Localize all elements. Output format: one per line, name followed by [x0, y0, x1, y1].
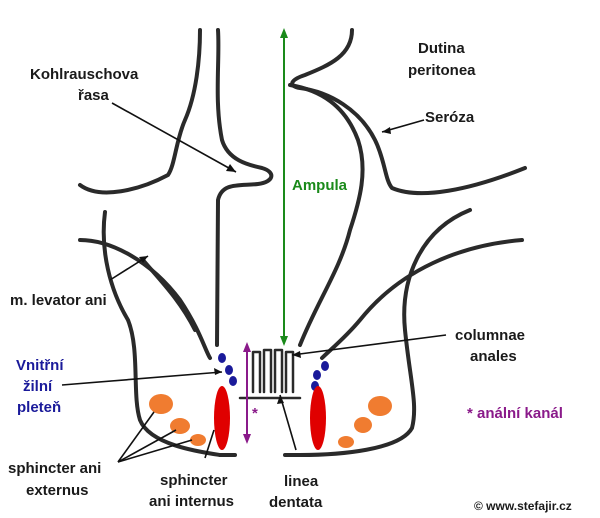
- label-internus-1: sphincter: [160, 472, 228, 489]
- left-bottom-contour: [141, 258, 197, 332]
- externus-r1: [368, 396, 392, 416]
- label-externus-1: sphincter ani: [8, 460, 101, 477]
- plexus-dot-l1: [218, 353, 226, 363]
- label-plexus-2: žilní: [23, 378, 53, 395]
- externus-r2: [354, 417, 372, 433]
- ptr-linea: [279, 394, 297, 451]
- columnae-anales: [238, 348, 302, 400]
- label-externus-2: externus: [26, 482, 89, 499]
- externus-l3: [190, 434, 206, 446]
- label-seroza: Seróza: [425, 109, 475, 126]
- label-columnae-1: columnae: [455, 327, 525, 344]
- left-outer-base: [101, 210, 222, 457]
- label-copyright: © www.stefajir.cz: [474, 499, 572, 513]
- label-analni-kanal: * anální kanál: [467, 405, 563, 422]
- right-wall-lower: [320, 238, 524, 360]
- sphincter-externus: [149, 394, 392, 448]
- column-fold-1: [251, 350, 262, 394]
- pointer-lines: [61, 102, 447, 463]
- externus-r3: [338, 436, 354, 448]
- plexus-dot-l3: [229, 376, 237, 386]
- label-dutina-1: Dutina: [418, 40, 465, 57]
- anal-canal-arrow: [243, 342, 251, 444]
- right-wall-inner: [288, 83, 365, 347]
- plexus-dot-l2: [225, 365, 233, 375]
- label-kohlrausch-1: Kohlrauschova: [30, 66, 139, 83]
- ptr-ext-2: [117, 429, 177, 463]
- externus-l1: [149, 394, 173, 414]
- label-ampula: Ampula: [292, 177, 348, 194]
- label-plexus-3: pleteň: [17, 399, 61, 416]
- column-fold-2: [262, 348, 273, 394]
- plexus-dot-r1: [321, 361, 329, 371]
- label-asterisk: *: [252, 405, 258, 422]
- ptr-internus: [204, 429, 215, 459]
- label-columnae-2: anales: [470, 348, 517, 365]
- right-wall-outer: [290, 28, 527, 196]
- label-levator: m. levator ani: [10, 292, 107, 309]
- left-wall-inner: [215, 28, 274, 347]
- sphincter-internus: [214, 386, 326, 450]
- label-linea-2: dentata: [269, 494, 323, 511]
- label-kohlrausch-2: řasa: [78, 87, 110, 104]
- ptr-ext-3: [117, 439, 193, 463]
- internus-left: [214, 386, 230, 450]
- ampula-arrow: [280, 28, 288, 346]
- right-outer-base: [298, 208, 472, 457]
- label-linea-1: linea: [284, 473, 319, 490]
- plexus-dot-r2: [313, 370, 321, 380]
- venous-plexus: [218, 353, 329, 391]
- ptr-kohlrausch: [111, 102, 237, 173]
- label-dutina-2: peritonea: [408, 62, 476, 79]
- label-internus-2: ani internus: [149, 493, 234, 510]
- left-wall-outer: [78, 28, 202, 195]
- ptr-columnae: [291, 334, 447, 356]
- column-fold-4: [284, 350, 295, 394]
- label-plexus-1: Vnitřní: [16, 357, 64, 374]
- column-fold-3: [273, 348, 284, 394]
- ptr-ext-1: [117, 411, 155, 463]
- internus-right: [310, 386, 326, 450]
- rectal-walls: [78, 28, 527, 457]
- ptr-plexus: [61, 371, 223, 386]
